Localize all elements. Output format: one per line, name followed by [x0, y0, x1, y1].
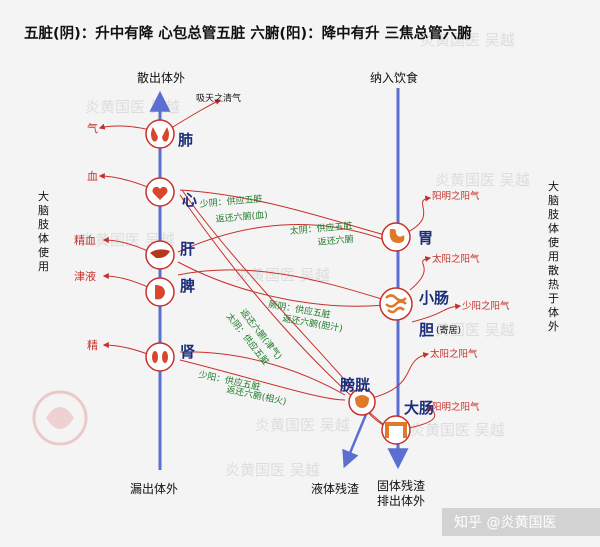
liquid-waste-label: 液体残渣 — [311, 481, 359, 496]
left-side-char: 体 — [38, 231, 49, 245]
watermarks: 炎黄国医 吴越 炎黄国医 吴越 炎黄国医 吴越 炎黄国医 吴越 炎黄国医 吴越 … — [80, 31, 530, 479]
solid-waste-label: 固体残渣 — [377, 479, 425, 493]
kidney-icon — [145, 342, 175, 372]
small-intestine-icon — [379, 287, 413, 321]
right-side-char: 体 — [548, 221, 559, 235]
left-axis-top-label: 散出体外 — [137, 70, 185, 85]
large-intestine-label: 大肠 — [404, 399, 434, 417]
gallbladder-label: 胆 — [419, 321, 434, 339]
stomach-output: 阳明之阳气 — [432, 190, 480, 202]
spleen-output: 津液 — [74, 269, 96, 283]
right-side-char: 于 — [548, 292, 559, 305]
brand-label: 知乎 @炎黄国医 — [454, 514, 556, 531]
shaoyin-top-line2: 返还六腑(血) — [215, 208, 268, 224]
right-side-char: 使 — [548, 236, 559, 249]
left-side-text: 大 脑 肢 体 使 用 — [38, 189, 49, 273]
left-side-char: 用 — [38, 260, 49, 273]
bladder-output: 太阳之阳气 — [430, 348, 478, 360]
gallbladder-output: 少阳之阳气 — [462, 300, 510, 312]
liver-icon — [145, 240, 175, 270]
heart-label: 心 — [182, 191, 197, 209]
excrete-label: 排出体外 — [377, 494, 425, 508]
right-side-char: 散 — [548, 263, 559, 277]
liver-label: 肝 — [180, 240, 195, 258]
svg-text:炎黄国医 吴越: 炎黄国医 吴越 — [255, 416, 350, 434]
seal-logo — [32, 390, 88, 446]
shaoyin-top-line1: 少阴：供应五脏 — [199, 193, 263, 210]
svg-text:炎黄国医 吴越: 炎黄国医 吴越 — [235, 266, 330, 284]
left-side-char: 大 — [38, 189, 49, 203]
brand-bar — [442, 508, 600, 536]
bladder-label: 膀胱 — [340, 376, 370, 394]
right-axis-top-label: 纳入饮食 — [370, 70, 418, 85]
heart-output: 血 — [87, 169, 98, 183]
large-intestine-icon — [381, 415, 411, 445]
right-side-char: 热 — [548, 278, 559, 291]
kidney-output: 精 — [87, 339, 98, 352]
right-side-char: 用 — [548, 250, 559, 263]
right-side-char: 肢 — [548, 207, 559, 221]
lung-output: 气 — [87, 121, 98, 135]
right-side-char: 大 — [548, 179, 559, 193]
svg-text:炎黄国医 吴越: 炎黄国医 吴越 — [85, 98, 180, 116]
taiyin-line2: 返还六腑 — [317, 233, 354, 248]
svg-text:炎黄国医 吴越: 炎黄国医 吴越 — [435, 171, 530, 189]
page-title: 五脏(阴)：升中有降 心包总管五脏 六腑(阳)：降中有升 三焦总管六腑 — [24, 24, 472, 42]
stomach-icon — [381, 222, 411, 252]
spleen-icon — [145, 277, 175, 307]
svg-text:炎黄国医 吴越: 炎黄国医 吴越 — [420, 31, 515, 49]
clear-air-label: 吸天之清气 — [196, 92, 241, 104]
left-axis-bottom-label: 漏出体外 — [130, 482, 178, 496]
svg-text:炎黄国医 吴越: 炎黄国医 吴越 — [225, 461, 320, 479]
svg-text:炎黄国医 吴越: 炎黄国医 吴越 — [410, 421, 505, 439]
small-intestine-output: 太阳之阳气 — [432, 253, 480, 265]
right-side-char: 脑 — [548, 194, 559, 207]
large-intestine-output: 阳明之阳气 — [432, 401, 480, 413]
gallbladder-note: (寄居) — [436, 324, 461, 336]
stomach-label: 胃 — [418, 229, 433, 247]
left-side-char: 脑 — [38, 204, 49, 217]
liver-output: 精血 — [74, 233, 96, 247]
right-side-char: 体 — [548, 305, 559, 319]
taiyin-line1: 太阴：供应五脏 — [289, 220, 353, 237]
heart-icon — [145, 177, 175, 207]
left-side-char: 肢 — [38, 217, 49, 231]
fu-output-arrows — [371, 195, 462, 429]
kidney-label: 肾 — [180, 343, 195, 361]
small-intestine-label: 小肠 — [419, 289, 449, 307]
lung-icon — [145, 119, 175, 149]
left-side-char: 使 — [38, 246, 49, 259]
spleen-label: 脾 — [180, 277, 195, 295]
lung-label: 肺 — [178, 131, 193, 149]
right-side-char: 外 — [548, 320, 559, 333]
svg-text:炎黄国医 吴越: 炎黄国医 吴越 — [420, 321, 515, 339]
bladder-icon — [348, 388, 376, 416]
